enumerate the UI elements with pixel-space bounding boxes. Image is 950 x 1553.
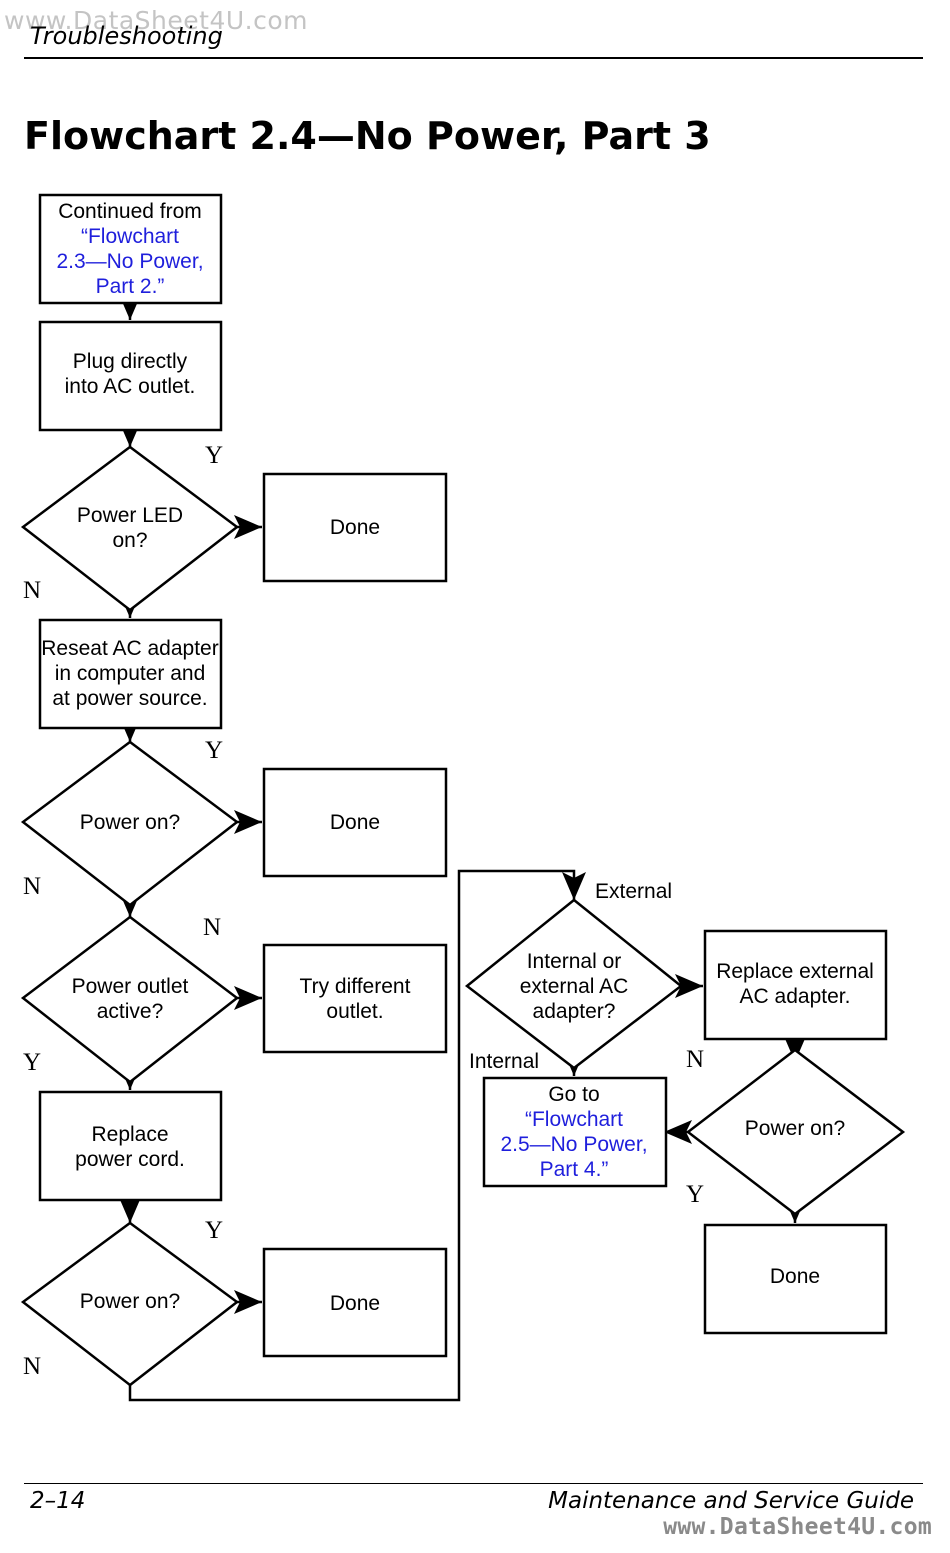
header-rule	[24, 57, 923, 59]
replace-external-line2: AC adapter.	[740, 985, 851, 1008]
label-no: N	[23, 577, 41, 604]
label-yes: Y	[686, 1181, 704, 1208]
done-box-2: Done	[262, 767, 448, 878]
page-title: Flowchart 2.4—No Power, Part 3	[24, 114, 711, 158]
label-external: External	[595, 880, 672, 903]
power-outlet-line1: Power outlet	[72, 975, 189, 998]
watermark-bottom: www.DataSheet4U.com	[663, 1514, 932, 1540]
replace-external-box: Replace external AC adapter.	[703, 929, 888, 1041]
replace-cord-line2: power cord.	[75, 1148, 185, 1171]
done-box-1: Done	[262, 472, 448, 583]
goto-link-line3[interactable]: Part 4.”	[540, 1158, 609, 1181]
label-no: N	[203, 914, 221, 941]
done-1-label: Done	[330, 516, 380, 539]
done-3-label: Done	[330, 1292, 380, 1315]
adapter-type-line1: Internal or	[527, 950, 622, 973]
power-led-decision: Power LED on?	[20, 445, 240, 612]
adapter-type-line2: external AC	[520, 975, 629, 998]
try-outlet-line2: outlet.	[326, 1000, 383, 1023]
label-no: N	[23, 873, 41, 900]
try-outlet-line1: Try different	[300, 975, 411, 998]
goto-link-line2[interactable]: 2.5—No Power,	[500, 1133, 647, 1156]
goto-link-line1[interactable]: “Flowchart	[525, 1108, 623, 1131]
done-box-4: Done	[703, 1223, 888, 1335]
adapter-type-decision: Internal or external AC adapter?	[464, 898, 684, 1070]
power-outlet-line2: active?	[97, 1000, 164, 1023]
power-on-1-label: Power on?	[80, 811, 180, 834]
label-no: N	[686, 1046, 704, 1073]
power-on-decision-1: Power on?	[20, 740, 240, 907]
done-2-label: Done	[330, 811, 380, 834]
label-no: N	[23, 1353, 41, 1380]
flowchart: Continued from “Flowchart 2.3—No Power, …	[20, 193, 906, 1402]
adapter-type-line3: adapter?	[533, 1000, 616, 1023]
continued-line1: Continued from	[58, 200, 202, 223]
power-on-2-label: Power on?	[80, 1290, 180, 1313]
watermark-top: www.DataSheet4U.com	[4, 6, 309, 35]
power-led-line1: Power LED	[77, 504, 183, 527]
reseat-line3: at power source.	[52, 687, 207, 710]
power-on-3-label: Power on?	[745, 1117, 845, 1140]
replace-cord-box: Replace power cord.	[38, 1090, 223, 1202]
done-4-label: Done	[770, 1265, 820, 1288]
plug-directly-box: Plug directly into AC outlet.	[38, 320, 223, 432]
header-section-title: Troubleshooting	[30, 22, 223, 50]
power-led-line2: on?	[112, 529, 147, 552]
continued-link-line2[interactable]: 2.3—No Power,	[56, 250, 203, 273]
reseat-line1: Reseat AC adapter	[41, 637, 218, 660]
power-outlet-decision: Power outlet active?	[20, 915, 240, 1084]
reseat-line2: in computer and	[55, 662, 206, 685]
label-yes: Y	[23, 1049, 41, 1076]
connectors	[118, 292, 807, 1402]
label-internal: Internal	[469, 1050, 539, 1073]
footer-rule	[24, 1483, 923, 1484]
label-yes: Y	[205, 442, 223, 469]
goto-line1: Go to	[548, 1083, 599, 1106]
done-box-3: Done	[262, 1247, 448, 1358]
power-on-decision-2: Power on?	[20, 1221, 240, 1387]
replace-cord-line1: Replace	[91, 1123, 168, 1146]
plug-line2: into AC outlet.	[65, 375, 196, 398]
plug-line1: Plug directly	[73, 350, 188, 373]
replace-external-line1: Replace external	[716, 960, 874, 983]
label-yes: Y	[205, 1217, 223, 1244]
try-outlet-box: Try different outlet.	[262, 943, 448, 1054]
continued-link-line1[interactable]: “Flowchart	[81, 225, 179, 248]
goto-part4-box: Go to “Flowchart 2.5—No Power, Part 4.”	[482, 1076, 668, 1188]
label-yes: Y	[205, 737, 223, 764]
footer-guide-title: Maintenance and Service Guide	[548, 1488, 914, 1514]
footer-page-number: 2–14	[30, 1488, 86, 1514]
power-on-decision-3: Power on?	[685, 1048, 906, 1216]
continued-from-box: Continued from “Flowchart 2.3—No Power, …	[38, 193, 223, 305]
reseat-adapter-box: Reseat AC adapter in computer and at pow…	[38, 618, 223, 730]
continued-link-line3[interactable]: Part 2.”	[96, 275, 165, 298]
